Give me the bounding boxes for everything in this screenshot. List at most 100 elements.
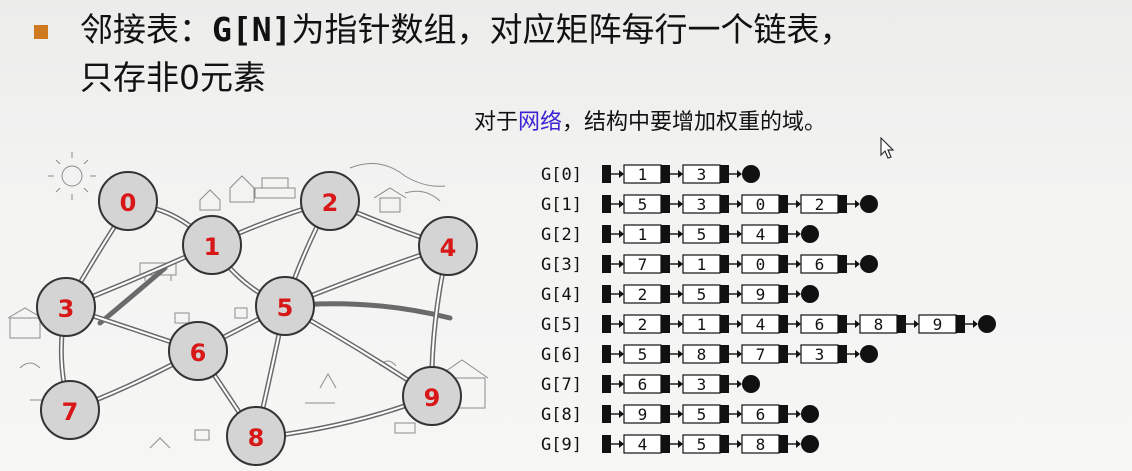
- graph-node-label: 2: [322, 189, 339, 217]
- list-node-value: 6: [756, 405, 766, 424]
- graph-node-label: 1: [204, 233, 221, 261]
- next-pointer: [720, 315, 729, 333]
- list-node-value: 3: [697, 165, 707, 184]
- link-arrowhead: [914, 320, 919, 328]
- link-arrowhead: [619, 200, 624, 208]
- graph-node-3: 3: [36, 277, 96, 337]
- null-terminator-icon: [801, 405, 819, 423]
- graph-node-label: 9: [424, 384, 441, 412]
- list-node-value: 5: [697, 285, 707, 304]
- graph-node-label: 7: [62, 398, 79, 426]
- list-node-value: 7: [756, 345, 766, 364]
- link-arrowhead: [678, 290, 683, 298]
- link-arrowhead: [796, 350, 801, 358]
- next-pointer: [661, 435, 670, 453]
- list-node-value: 8: [874, 315, 884, 334]
- row-label: G[8]: [541, 405, 582, 425]
- next-pointer: [956, 315, 965, 333]
- link-arrowhead: [796, 410, 801, 418]
- graph-node-label: 4: [440, 234, 457, 262]
- head-pointer: [602, 285, 611, 303]
- graph-node-label: 3: [58, 295, 75, 323]
- network-link[interactable]: 网络: [518, 110, 563, 135]
- link-arrowhead: [619, 260, 624, 268]
- link-arrowhead: [737, 230, 742, 238]
- network-graph: 0 1 2 3 4 5 6 7 8 9: [7, 152, 489, 466]
- list-node-value: 3: [697, 195, 707, 214]
- link-arrowhead: [619, 410, 624, 418]
- next-pointer: [661, 405, 670, 423]
- graph-node-2: 2: [300, 171, 360, 231]
- head-pointer: [602, 315, 611, 333]
- link-arrowhead: [796, 320, 801, 328]
- link-arrowhead: [619, 350, 624, 358]
- next-pointer: [779, 345, 788, 363]
- list-node-value: 1: [697, 255, 707, 274]
- next-pointer: [779, 255, 788, 273]
- link-arrowhead: [678, 320, 683, 328]
- next-pointer: [779, 315, 788, 333]
- next-pointer: [720, 285, 729, 303]
- graph-node-1: 1: [182, 215, 242, 275]
- next-pointer: [779, 435, 788, 453]
- graph-node-8: 8: [226, 406, 286, 466]
- list-node-value: 1: [638, 225, 648, 244]
- graph-node-label: 6: [190, 339, 207, 367]
- list-node-value: 9: [756, 285, 766, 304]
- list-node-value: 9: [638, 405, 648, 424]
- next-pointer: [661, 195, 670, 213]
- list-node-value: 2: [638, 315, 648, 334]
- link-arrowhead: [737, 350, 742, 358]
- link-arrowhead: [737, 260, 742, 268]
- link-arrowhead: [678, 350, 683, 358]
- list-node-value: 9: [933, 315, 943, 334]
- list-node-value: 5: [638, 195, 648, 214]
- note-part-a: 对于: [474, 110, 519, 135]
- list-node-value: 4: [756, 315, 766, 334]
- list-node-value: 5: [697, 435, 707, 454]
- next-pointer: [838, 345, 847, 363]
- next-pointer: [720, 405, 729, 423]
- link-arrowhead: [678, 260, 683, 268]
- next-pointer: [661, 315, 670, 333]
- next-pointer: [720, 375, 729, 393]
- next-pointer: [720, 345, 729, 363]
- next-pointer: [779, 195, 788, 213]
- link-arrowhead: [973, 320, 978, 328]
- link-arrowhead: [678, 170, 683, 178]
- head-pointer: [602, 255, 611, 273]
- note-part-b: ，结构中要增加权重的域。: [562, 110, 827, 135]
- null-terminator-icon: [860, 195, 878, 213]
- next-pointer: [838, 315, 847, 333]
- link-arrowhead: [737, 320, 742, 328]
- list-node-value: 6: [815, 255, 825, 274]
- graph-node-label: 0: [120, 189, 137, 217]
- link-arrowhead: [855, 320, 860, 328]
- list-node-value: 5: [697, 225, 707, 244]
- row-label: G[4]: [541, 285, 582, 305]
- mouse-cursor-icon: [880, 137, 895, 159]
- link-arrowhead: [737, 440, 742, 448]
- head-pointer: [602, 375, 611, 393]
- row-label: G[6]: [541, 345, 582, 365]
- next-pointer: [661, 225, 670, 243]
- weight-note: 对于网络，结构中要增加权重的域。: [474, 104, 826, 136]
- next-pointer: [720, 435, 729, 453]
- heading-code: G[N]: [212, 10, 292, 49]
- next-pointer: [720, 255, 729, 273]
- graph-node-label: 8: [248, 424, 265, 452]
- list-node-value: 6: [638, 375, 648, 394]
- link-arrowhead: [855, 350, 860, 358]
- head-pointer: [602, 195, 611, 213]
- list-node-value: 1: [697, 315, 707, 334]
- slide-heading: 邻接表：G[N]为指针数组，对应矩阵每行一个链表， 只存非0元素: [80, 6, 1120, 102]
- next-pointer: [661, 375, 670, 393]
- list-node-value: 5: [697, 405, 707, 424]
- list-node-value: 8: [756, 435, 766, 454]
- link-arrowhead: [678, 440, 683, 448]
- list-node-value: 1: [638, 165, 648, 184]
- link-arrowhead: [619, 320, 624, 328]
- link-arrowhead: [737, 290, 742, 298]
- list-node-value: 4: [756, 225, 766, 244]
